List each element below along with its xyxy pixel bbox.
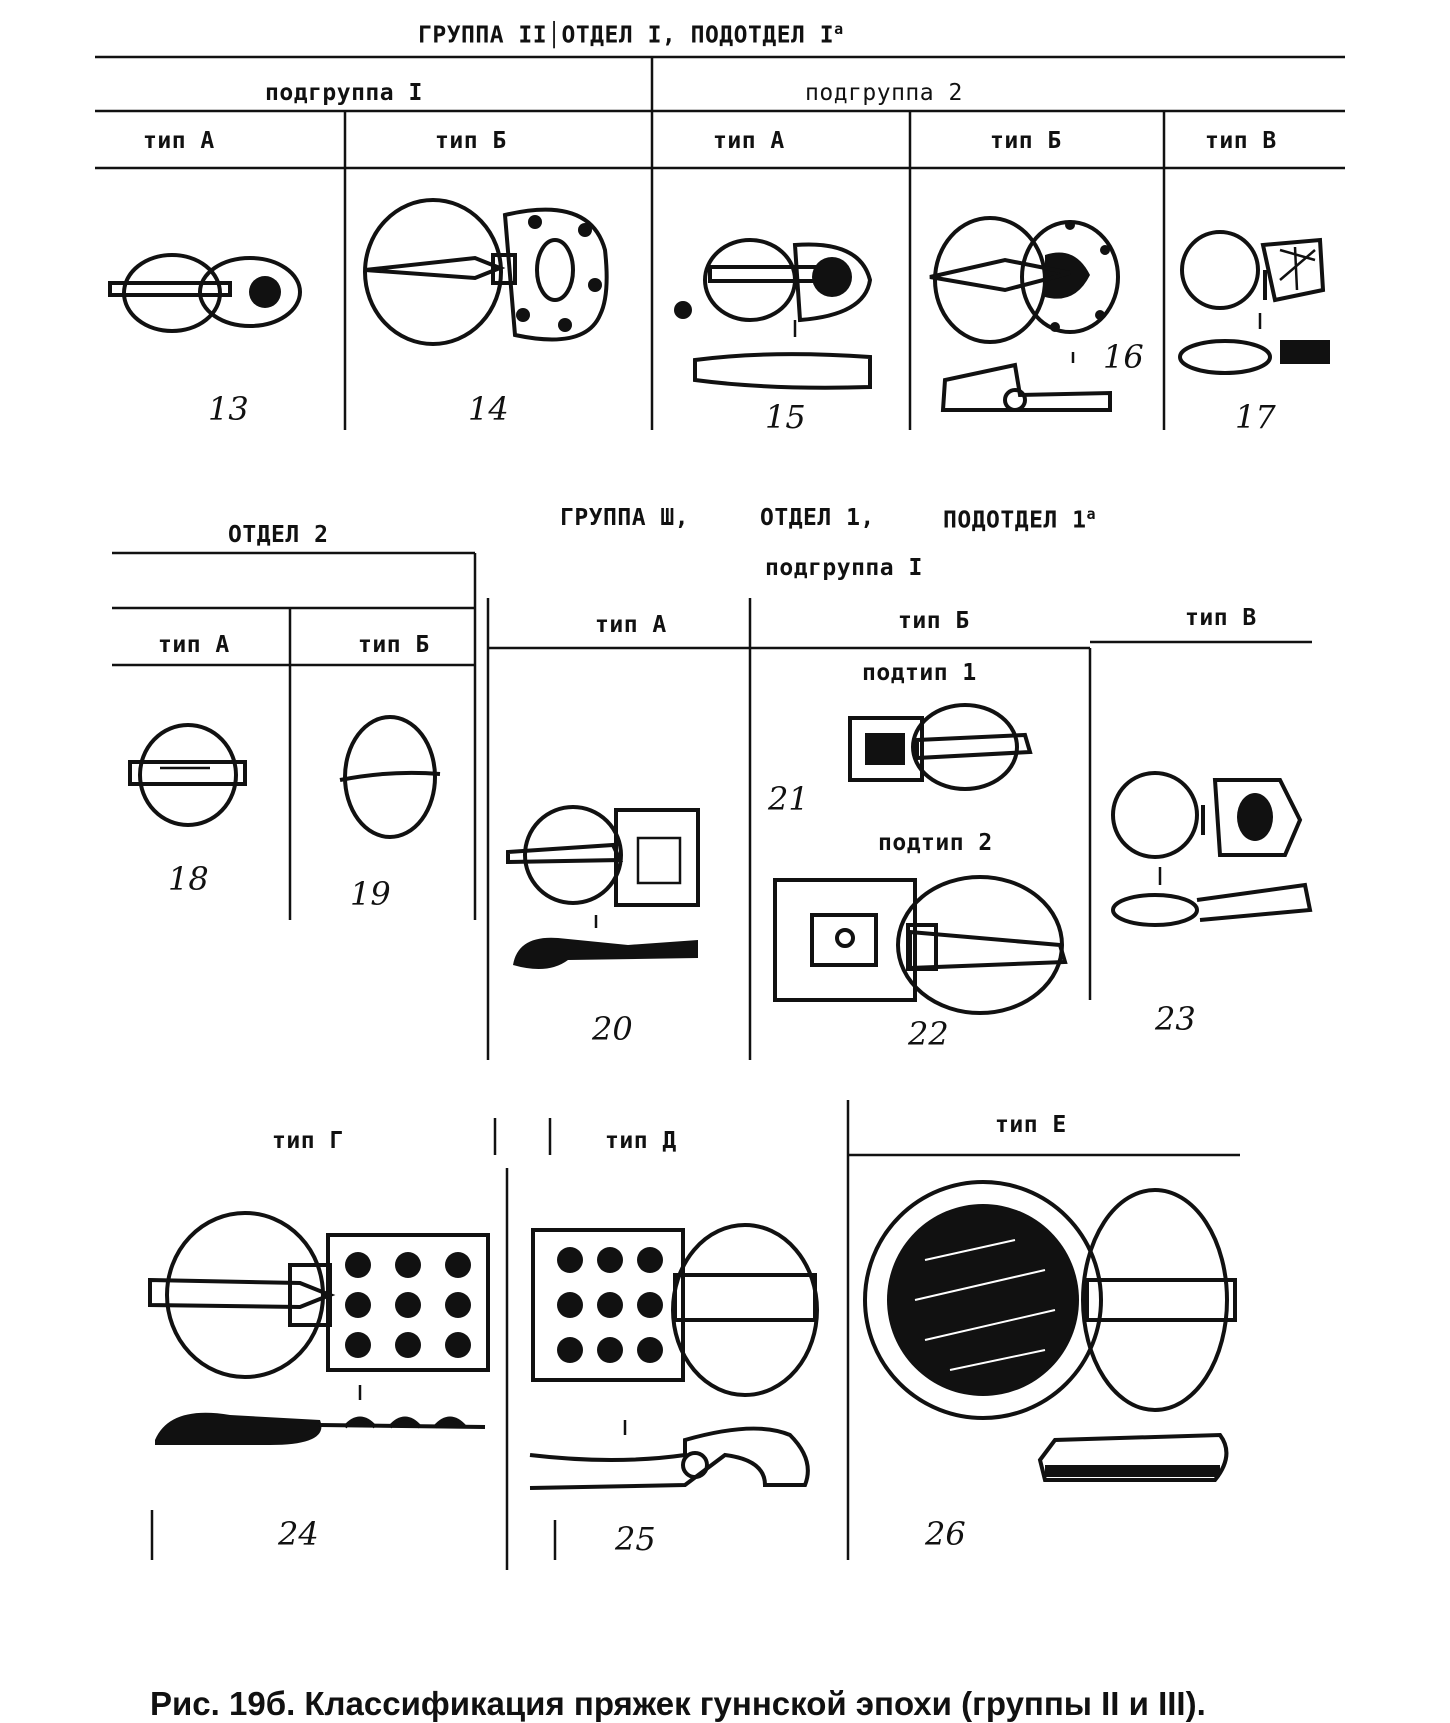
figure-number-19: 19 [350,875,391,913]
type-g-label: тип Г [272,1128,344,1154]
subgroup-2-label: подгруппа 2 [805,80,963,106]
buckle-18-drawing [128,723,247,827]
div2-type-b: тип Б [358,632,430,658]
type-label-v2: тип В [1205,128,1277,154]
buckle-24-drawing [148,1211,490,1445]
figure-number-25: 25 [615,1520,656,1558]
g3-type-v: тип В [1185,605,1257,631]
buckle-15-drawing [674,238,873,390]
header-divider: │ [547,22,562,49]
buckle-16-drawing [929,216,1120,412]
buckle-14-drawing [363,198,609,346]
type-label-a1: тип А [143,128,215,154]
group-ii-title: ГРУППА II│ОТДЕЛ I, ПОДОТДЕЛ Ia [418,20,844,49]
subdivision-superscript: а [1086,505,1097,523]
subtype-1-label: подтип 1 [862,660,977,686]
subtype-2-label: подтип 2 [878,830,993,856]
subgroup-1-label: подгруппа I [265,80,423,106]
buckle-22-drawing [773,875,1068,1015]
figure-number-18: 18 [168,860,209,898]
type-label-b1: тип Б [435,128,507,154]
type-label-a2: тип А [713,128,785,154]
figure-number-21: 21 [768,780,809,818]
buckle-21-drawing [848,703,1033,791]
figure-number-20: 20 [592,1010,633,1048]
buckle-13-drawing [108,253,302,333]
group-iii-title: ГРУППА Ш, [560,505,690,531]
group-iii-subgroup: подгруппа I [765,555,923,581]
figure-number-16: 16 [1103,338,1144,376]
figure-number-26: 26 [925,1515,966,1553]
figure-number-13: 13 [208,390,249,428]
figure-number-24: 24 [278,1515,319,1553]
buckle-23-drawing [1111,771,1313,927]
type-label-b2: тип Б [990,128,1062,154]
figure-number-23: 23 [1155,1000,1196,1038]
figure-number-17: 17 [1235,398,1276,436]
g3-type-a: тип А [595,612,667,638]
g3-type-b: тип Б [898,608,970,634]
buckle-19-drawing [339,715,441,839]
buckle-17-drawing [1178,230,1330,375]
figure-number-22: 22 [908,1015,949,1053]
group-iii-subdivision: ПОДОТДЕЛ 1а [943,505,1097,534]
figure-caption: Рис. 19б. Классификация пряжек гуннской … [150,1685,1206,1722]
buckle-20-drawing [506,805,700,969]
division-superscript: a [834,20,844,38]
figure-number-14: 14 [468,390,509,428]
group-iii-division: ОТДЕЛ 1, [760,505,875,531]
div2-type-a: тип А [158,632,230,658]
figure-number-15: 15 [765,398,806,436]
division-2-label: ОТДЕЛ 2 [228,522,329,548]
buckle-26-drawing [863,1180,1237,1482]
type-d-label: тип Д [605,1128,677,1154]
buckle-25-drawing [529,1223,819,1490]
type-e-label: тип Е [995,1112,1067,1138]
